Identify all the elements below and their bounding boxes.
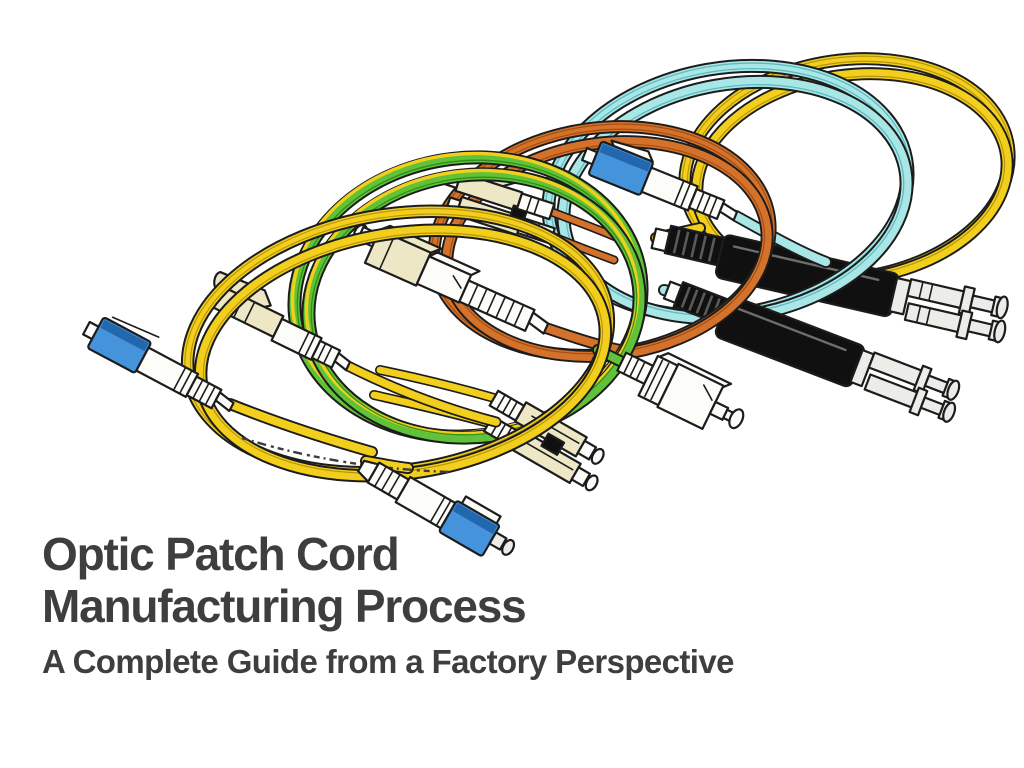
plug-rings [916,306,931,325]
boot-rings [192,379,216,405]
sc-connector-white-right [616,351,745,430]
title-block: Optic Patch Cord Manufacturing Process A… [42,528,734,681]
barrel-rings [673,180,691,208]
ferrule-cap [584,474,599,492]
shine [452,275,462,289]
lc-connector-blue-bottom [357,459,516,557]
collar-ribs [644,359,670,401]
title-line-1: Optic Patch Cord [42,528,400,580]
clip-shade [100,319,149,352]
boot-rings [316,343,333,364]
boot-ribs [680,286,721,320]
lc-connector-blue-top [581,139,739,222]
boot-rings [374,466,401,495]
lc-connector-blue-left [82,316,235,413]
taper [718,202,739,222]
collar [888,276,912,316]
subtitle: A Complete Guide from a Factory Perspect… [42,643,734,680]
cable [541,323,625,355]
boot-ribs [672,229,716,262]
taper [214,391,235,413]
boot-rings [696,192,718,216]
cable [344,362,500,426]
taper [527,311,550,335]
collar [849,348,875,388]
shine [702,384,713,401]
cap-end [942,401,957,423]
boot [515,192,556,221]
latch-wire [111,316,160,338]
cap-end [993,319,1007,344]
clip-shade [452,503,498,534]
page-title: Optic Patch Cord Manufacturing Process [42,528,734,632]
boot-rings [496,394,518,417]
cable [731,211,831,267]
clip-shade [599,143,651,172]
shine [736,307,847,352]
cap-end [946,379,961,401]
cable [376,366,498,402]
cap-end [995,295,1009,320]
barrel-rings [298,332,316,357]
lc-latch-connector-left [209,270,502,428]
gap [540,432,566,456]
body-line [379,236,395,270]
cable-print-text [241,436,453,474]
taper [333,352,352,372]
plug-rings [918,282,934,301]
barrel-rings [173,367,193,394]
boot-rings [526,196,540,215]
cap-end [501,538,516,556]
cap-end [728,408,745,430]
boot-ribs [468,284,524,326]
ferrule-cap [590,447,605,465]
title-line-2: Manufacturing Process [42,580,527,632]
cable [225,399,377,457]
boot-ribs [623,355,646,380]
barrel-rings [430,497,452,526]
